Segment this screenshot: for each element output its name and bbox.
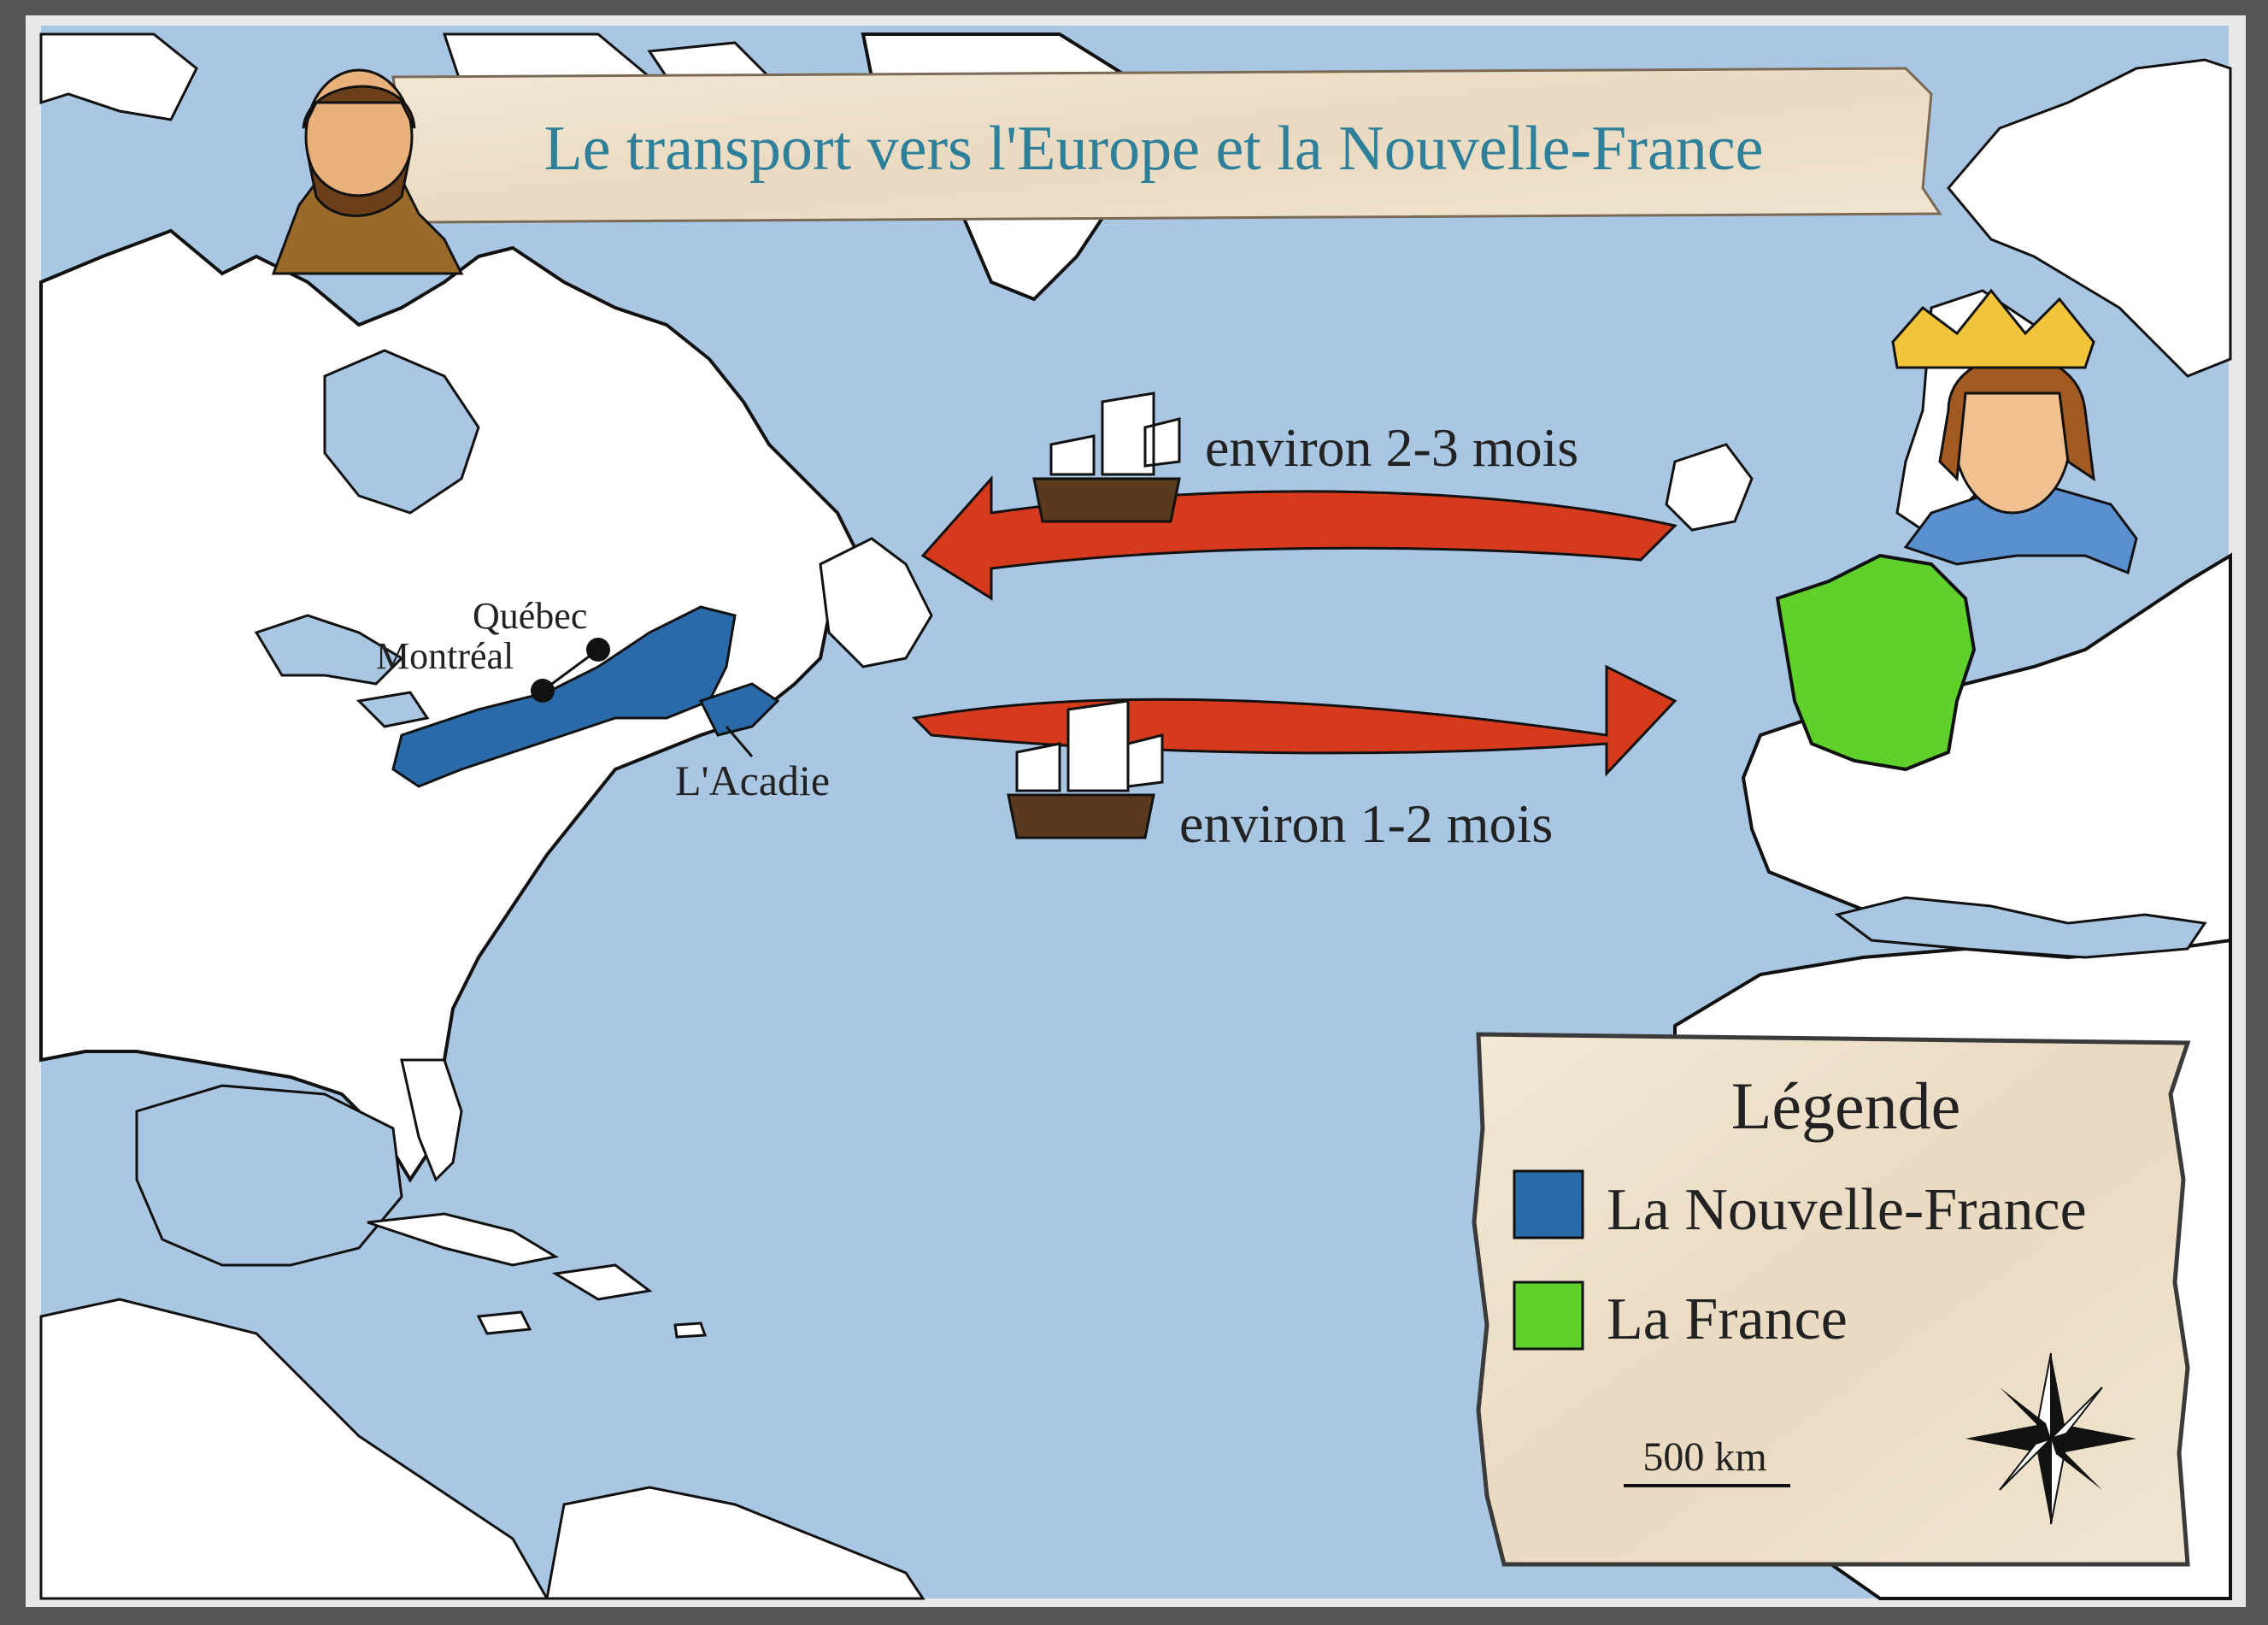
acadie-region[interactable]	[698, 682, 780, 737]
scale-label: 500 km	[1642, 1434, 1766, 1480]
explorer-portrait	[271, 68, 464, 275]
south-america	[545, 1486, 925, 1600]
caribbean-islands	[367, 1212, 708, 1339]
france-region[interactable]	[1775, 553, 1977, 772]
florida	[400, 1058, 463, 1182]
compass-rose-icon	[1965, 1352, 2136, 1525]
legend-swatch-new-france	[1513, 1169, 1584, 1239]
legend-panel: Légende La Nouvelle-France La France 500…	[1472, 1032, 2191, 1567]
great-lakes	[254, 614, 430, 728]
ireland	[1665, 443, 1754, 532]
scandinavia	[1947, 58, 2232, 378]
legend-title: Légende	[1731, 1069, 1961, 1143]
ship-top-icon	[1032, 392, 1181, 523]
acadie-pointer	[725, 726, 754, 757]
route-label-to-new-france: environ 1-2 mois	[1179, 793, 1553, 854]
hudson-bay	[323, 349, 480, 515]
mediterranean-sea	[1834, 896, 2207, 959]
quebec-label: Québec	[473, 595, 587, 637]
king-portrait	[1891, 288, 2138, 575]
legend-label-france: La France	[1607, 1286, 1848, 1352]
route-label-to-europe: environ 2-3 mois	[1205, 417, 1578, 478]
central-america	[39, 1298, 549, 1600]
acadie-label: L'Acadie	[675, 757, 830, 804]
newfoundland	[819, 537, 933, 668]
title-banner: Le transport vers l'Europe et la Nouvell…	[391, 67, 1942, 224]
map-title: Le transport vers l'Europe et la Nouvell…	[544, 114, 1764, 184]
montreal-label: Montréal	[376, 635, 514, 677]
city-connector	[542, 648, 599, 692]
gulf-of-mexico	[135, 1084, 403, 1267]
legend-swatch-france	[1513, 1281, 1584, 1351]
ship-bottom-icon	[1007, 699, 1164, 839]
legend-label-new-france: La Nouvelle-France	[1607, 1177, 2087, 1243]
